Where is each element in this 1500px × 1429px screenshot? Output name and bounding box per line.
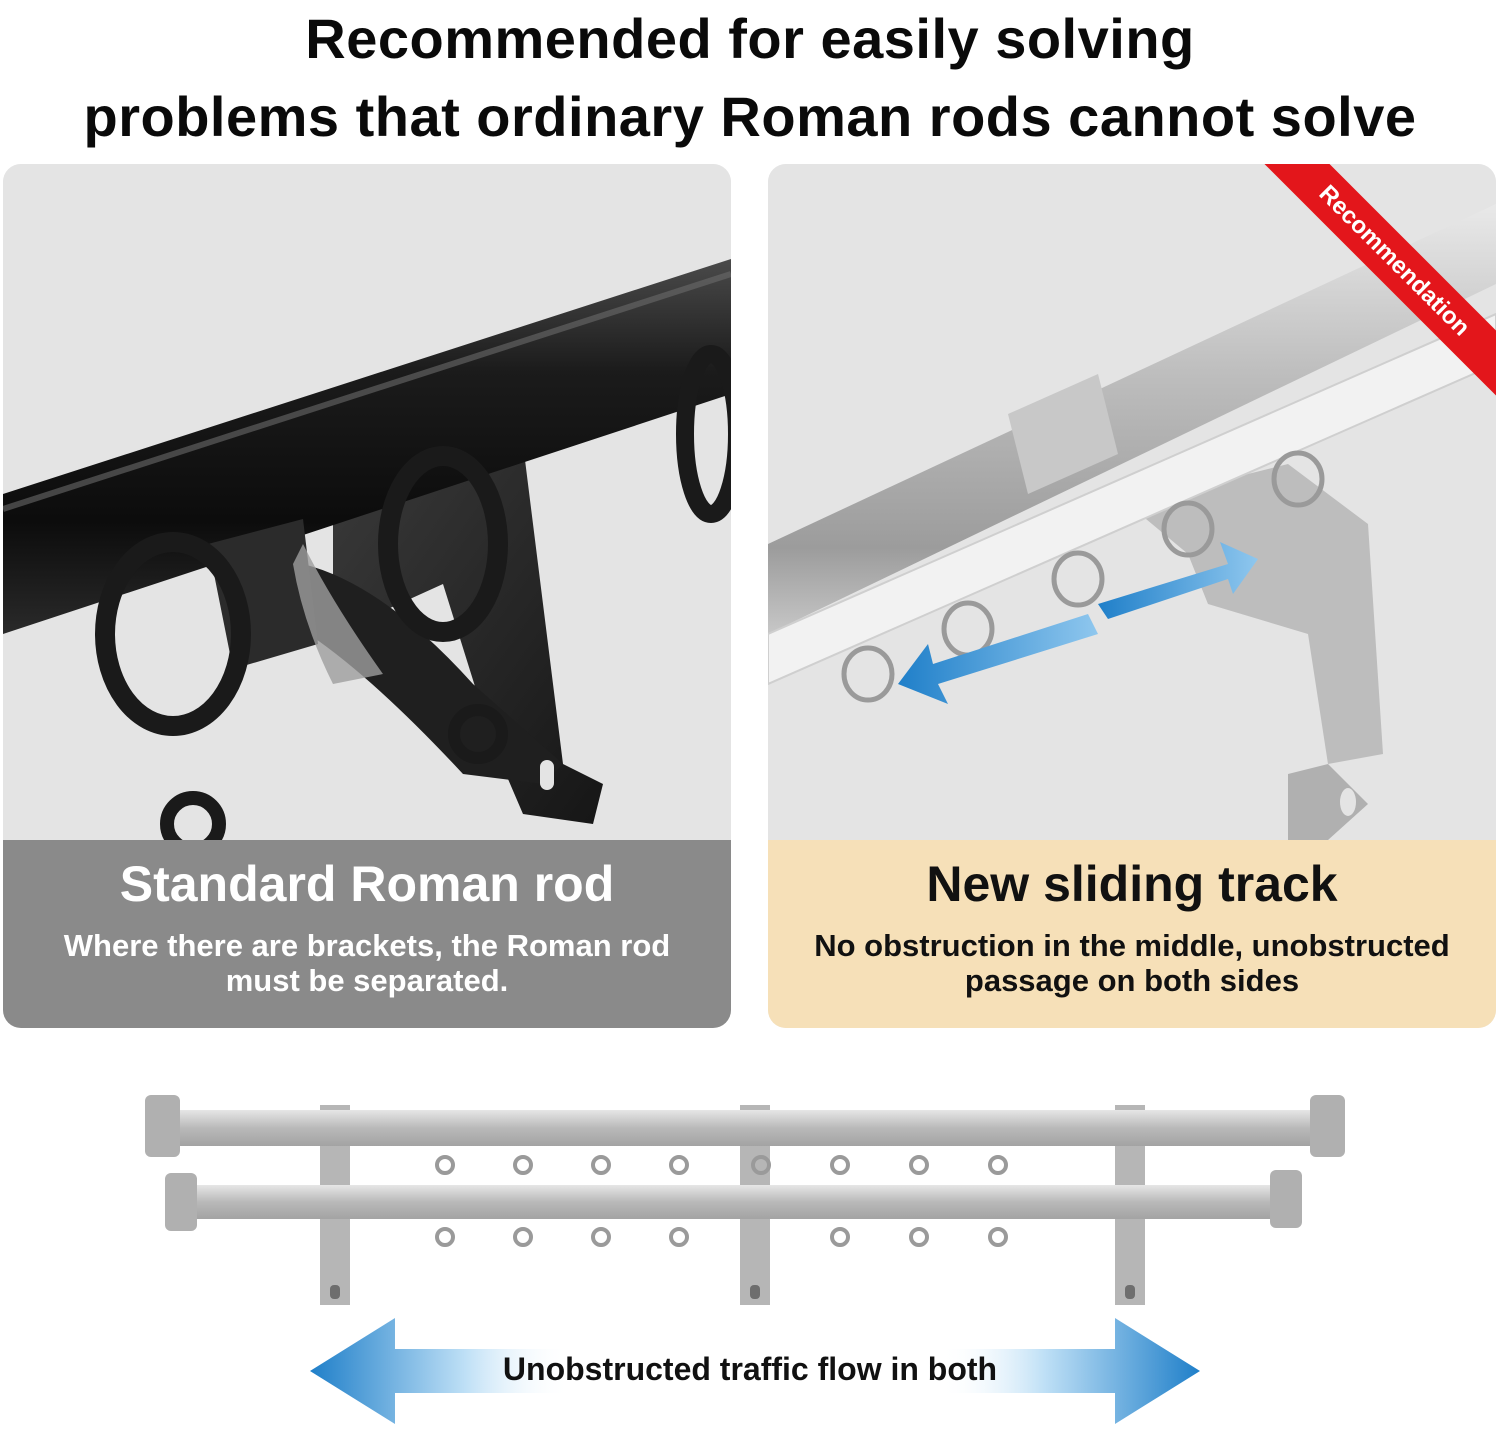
headline: Recommended for easily solving problems … [0, 0, 1500, 156]
arrow-caption: Unobstructed traffic flow in both [502, 1351, 998, 1387]
standard-roman-rod-caption: Standard Roman rod Where there are brack… [3, 840, 731, 1028]
standard-roman-rod-description: Where there are brackets, the Roman rod … [63, 928, 671, 998]
bidirectional-arrow [310, 1318, 1200, 1424]
roman-rod-illustration [3, 164, 731, 840]
new-sliding-track-title: New sliding track [926, 856, 1338, 912]
double-track-illustration [145, 1095, 1345, 1305]
standard-roman-rod-title: Standard Roman rod [119, 856, 615, 912]
new-sliding-track-panel: Recommendation New sliding track No obst… [768, 164, 1496, 1028]
sliding-track-illustration [768, 164, 1496, 840]
headline-line-2: problems that ordinary Roman rods cannot… [83, 85, 1417, 148]
standard-roman-rod-panel: Standard Roman rod Where there are brack… [3, 164, 731, 1028]
new-sliding-track-caption: New sliding track No obstruction in the … [768, 840, 1496, 1028]
headline-line-1: Recommended for easily solving [305, 7, 1195, 70]
new-sliding-track-description: No obstruction in the middle, unobstruct… [814, 928, 1450, 998]
